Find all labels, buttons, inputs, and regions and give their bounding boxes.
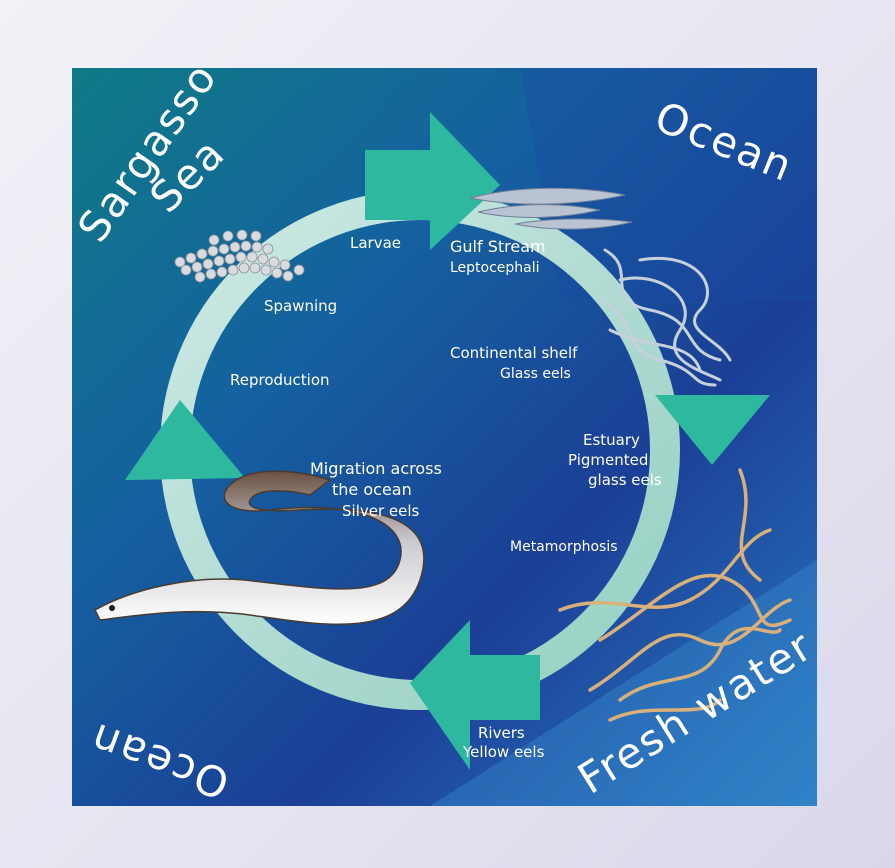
label-estuary: Estuary <box>583 431 640 449</box>
label-reproduction: Reproduction <box>230 371 330 389</box>
label-yellow-eels: Yellow eels <box>462 743 545 761</box>
label-silver-eels: Silver eels <box>342 502 420 520</box>
label-pigmented: Pigmented <box>568 451 648 469</box>
label-spawning: Spawning <box>264 297 337 315</box>
label-larvae: Larvae <box>350 234 401 252</box>
label-gulf-stream: Gulf Stream <box>450 237 546 256</box>
label-migration-2: the ocean <box>332 480 412 499</box>
label-continental-shelf: Continental shelf <box>450 344 578 362</box>
label-rivers: Rivers <box>478 724 525 742</box>
label-glass-eels-2: glass eels <box>588 471 662 489</box>
label-metamorphosis: Metamorphosis <box>510 539 618 555</box>
label-glass-eels: Glass eels <box>500 366 571 382</box>
label-leptocephali: Leptocephali <box>450 260 540 276</box>
label-migration-1: Migration across <box>310 459 442 478</box>
